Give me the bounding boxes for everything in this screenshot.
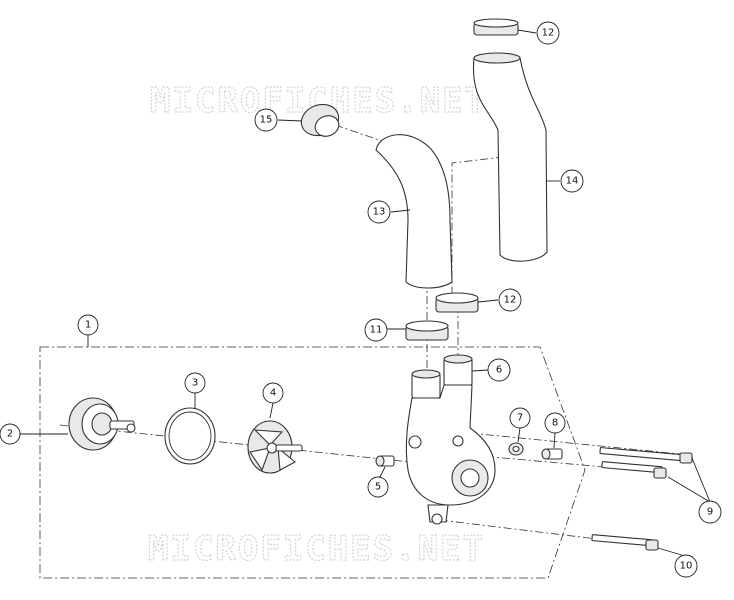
callout-3: 3 (184, 372, 206, 394)
part-o-ring-3 (164, 407, 216, 465)
callout-6: 6 (487, 358, 511, 382)
part-bolt-9-upper (599, 447, 693, 464)
svg-text:15: 15 (260, 115, 273, 126)
part-clamp-15 (300, 103, 340, 137)
callout-7: 7 (509, 407, 531, 429)
part-pump-housing-6 (405, 354, 496, 525)
part-bolt-10 (591, 534, 659, 551)
callout-15: 15 (254, 108, 278, 132)
axis-line-clamp-15 (334, 124, 386, 143)
part-pulley-2 (68, 397, 136, 451)
part-clamp-12-mid (435, 292, 479, 313)
part-bushing-5 (375, 455, 395, 467)
callout-2: 2 (0, 423, 21, 445)
part-clamp-11 (405, 320, 449, 341)
callout-1: 1 (77, 314, 99, 336)
axis-line-bolt-upper (469, 432, 681, 455)
part-clamp-12-top (473, 18, 519, 36)
callout-13: 13 (367, 200, 391, 224)
assembly-frame (39, 346, 586, 579)
callout-10: 10 (674, 554, 698, 578)
axis-line-main (59, 424, 421, 464)
svg-text:12: 12 (504, 295, 517, 306)
svg-text:11: 11 (370, 325, 383, 336)
svg-text:3: 3 (192, 378, 198, 389)
callout-12-top: 12 (536, 21, 560, 45)
svg-text:14: 14 (566, 176, 579, 187)
svg-text:4: 4 (270, 388, 276, 399)
callout-5: 5 (367, 476, 389, 498)
part-bolt-9-lower (601, 461, 667, 479)
part-hose-14 (472, 57, 548, 262)
svg-text:8: 8 (552, 418, 558, 429)
callout-11: 11 (364, 318, 388, 342)
part-impeller-4 (247, 420, 303, 474)
callout-9: 9 (698, 500, 722, 524)
part-spacer-8 (541, 448, 563, 460)
part-washer-7 (508, 442, 524, 456)
callout-4: 4 (262, 382, 284, 404)
part-hose-14-end (473, 52, 521, 64)
svg-text:5: 5 (375, 482, 381, 493)
callout-14: 14 (560, 169, 584, 193)
callout-12-mid: 12 (498, 288, 522, 312)
watermark-top: MICROFICHES.NET (150, 81, 487, 121)
part-hose-13 (375, 134, 453, 289)
svg-text:2: 2 (7, 429, 13, 440)
svg-text:9: 9 (707, 507, 713, 518)
leader-lines (20, 29, 711, 557)
callout-8: 8 (544, 412, 566, 434)
svg-text:6: 6 (496, 365, 502, 376)
watermark-bottom: MICROFICHES.NET (148, 529, 485, 569)
svg-text:13: 13 (373, 207, 386, 218)
svg-text:12: 12 (542, 28, 555, 39)
svg-text:10: 10 (680, 561, 693, 572)
axis-line-hose-14-upper (451, 154, 521, 300)
svg-text:1: 1 (85, 320, 91, 331)
svg-text:7: 7 (517, 413, 523, 424)
